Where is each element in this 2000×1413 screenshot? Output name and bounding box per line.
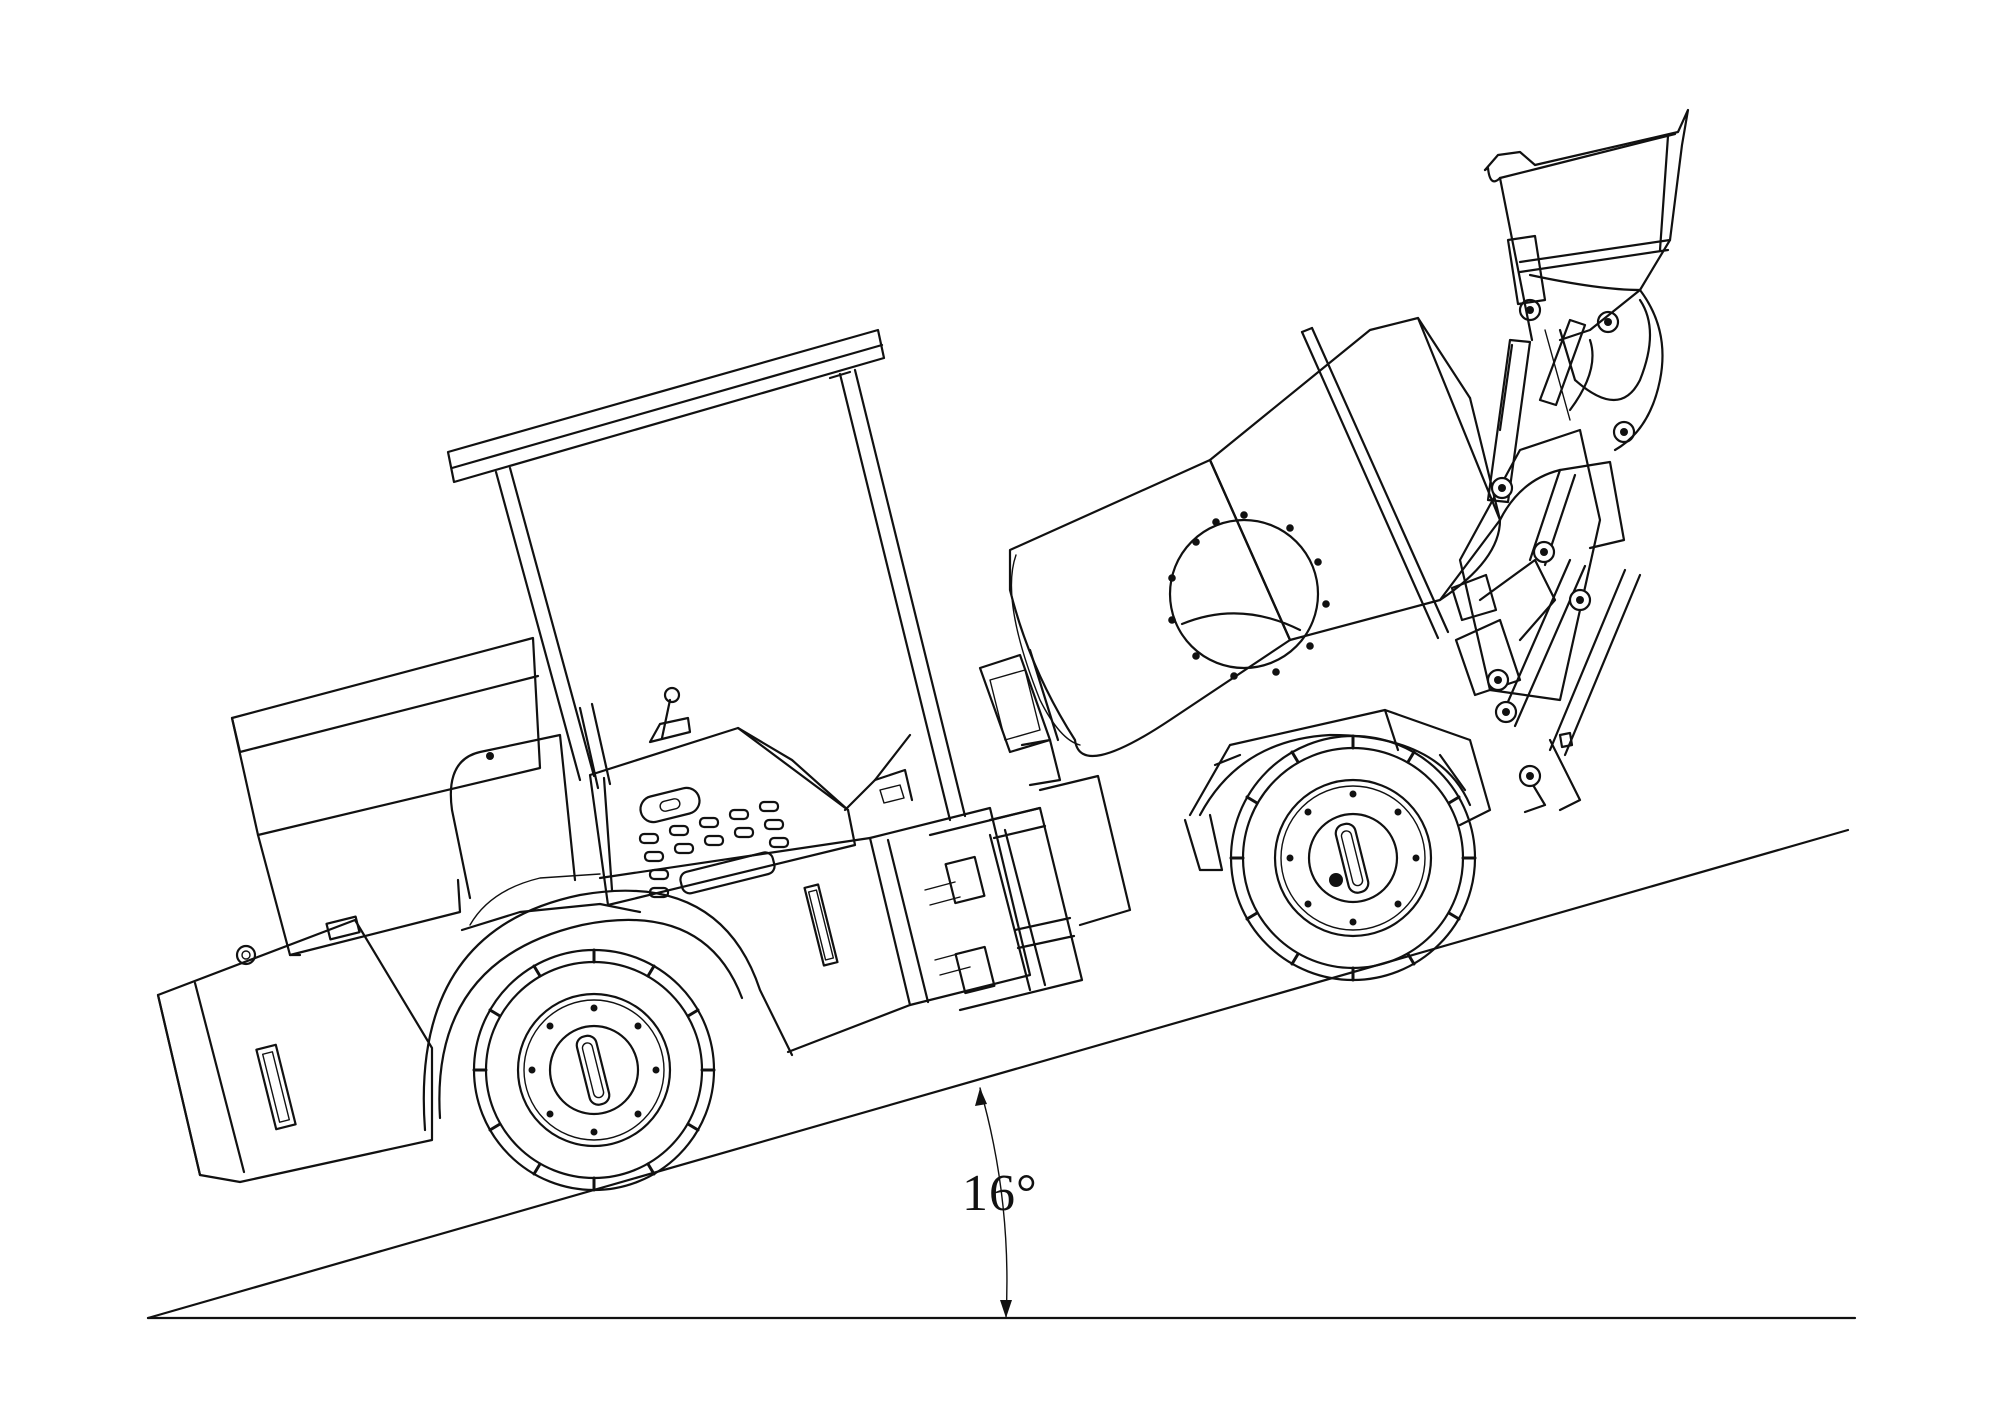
slope-line (146, 828, 1850, 1320)
loading-bucket (1483, 108, 1690, 452)
front-wheel (1229, 734, 1477, 982)
mixer-drum (978, 316, 1502, 787)
rear-wheel (472, 948, 716, 1192)
front-fender (1183, 708, 1492, 872)
dashboard (588, 686, 857, 907)
pedal-area (843, 733, 914, 812)
loader-arm (1450, 298, 1642, 814)
articulation-joint (924, 774, 1132, 1012)
rear-fender (422, 873, 794, 1132)
ground-geometry (146, 828, 1857, 1320)
rops-canopy (446, 328, 967, 822)
angle-arc (979, 1087, 1008, 1319)
main-chassis (598, 806, 1032, 1054)
slope-angle-label: 16° (962, 1165, 1038, 1222)
rear-ballast-box (156, 918, 434, 1184)
angle-arrow-bottom (1000, 1300, 1012, 1318)
angle-arrow-top (975, 1088, 987, 1106)
engine-housing (230, 636, 577, 957)
